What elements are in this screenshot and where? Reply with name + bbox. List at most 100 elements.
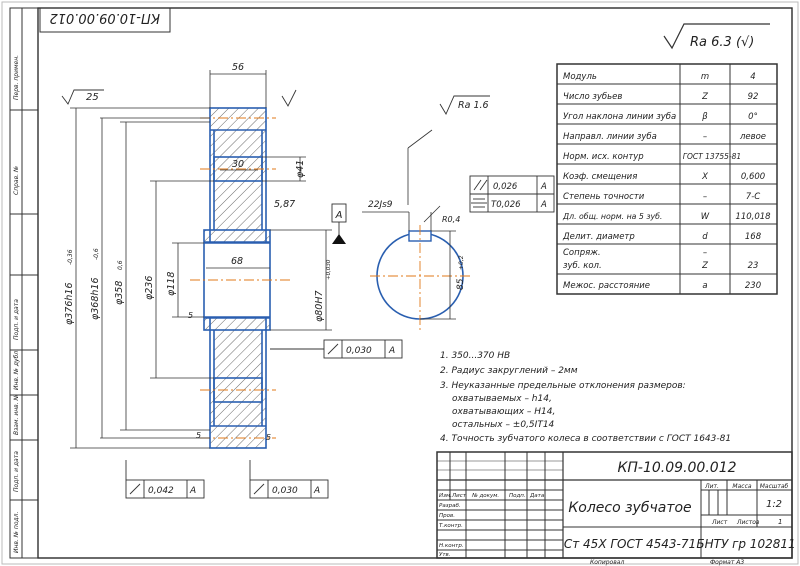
bore-view	[362, 129, 470, 330]
param-name: Сопряж.	[563, 248, 601, 258]
side-cell-5: Взам. инв. №	[13, 394, 20, 435]
tol-frame-bottom-mid	[249, 460, 329, 499]
roughness-mark-right	[281, 89, 297, 107]
param-sym: –	[703, 192, 707, 202]
tb-sheet-label: Лист	[711, 519, 728, 526]
dim-85: 85	[456, 278, 466, 290]
dim-41: φ41	[295, 160, 306, 178]
dim-376-tol: -0,36	[67, 249, 74, 265]
param-name: Угол наклона линии зуба	[563, 112, 676, 122]
tb-lit-label: Лит.	[704, 483, 719, 490]
tb-sheets: 1	[778, 518, 782, 526]
param-sym: –	[703, 132, 707, 142]
side-cell-6: Подп. и дата	[13, 451, 20, 492]
tol-face-value: 0,030	[346, 346, 372, 356]
tol-bottom-left-value: 0,042	[148, 486, 174, 496]
dim-30: 30	[232, 159, 244, 170]
dim-368: φ368h16	[90, 277, 101, 320]
tb-sheets-label: Листов	[736, 519, 760, 526]
param-val: 0°	[748, 112, 758, 122]
note-3b: охватывающих – H14,	[452, 407, 555, 417]
param-val: 92	[748, 92, 759, 102]
section-dimensions	[70, 70, 332, 449]
tol-bottom-mid-datum: A	[313, 486, 320, 496]
dim-587: 5,87	[274, 199, 295, 210]
datum-a: A	[331, 203, 347, 244]
tb-role-utv: Утв.	[439, 552, 451, 558]
param-val: 230	[745, 281, 761, 291]
tol-bottom-left-datum: A	[189, 486, 196, 496]
side-cell-3: Подп. и дата	[13, 299, 20, 340]
dim-118: φ118	[166, 272, 177, 296]
title-block	[436, 451, 793, 559]
svg-text:A: A	[335, 210, 343, 221]
side-strip	[9, 7, 39, 559]
dim-22: 22Js9	[368, 200, 393, 210]
tb-format: Формат А3	[710, 559, 744, 566]
param-val: 23	[748, 261, 759, 271]
tol-frame-bottom-left	[125, 460, 205, 499]
tb-hdr-date: Дата	[529, 493, 545, 499]
params-table	[556, 63, 778, 295]
dim-236: φ236	[144, 276, 155, 300]
param-sym: Z	[701, 261, 708, 271]
tb-scale-label: Масштаб	[760, 483, 789, 490]
param-sym: –	[703, 248, 707, 258]
param-name: Степень точности	[563, 192, 645, 202]
general-roughness: Ra 6.3 (√)	[663, 23, 770, 50]
tol-face-datum: A	[388, 346, 395, 356]
param-name: Направл. линии зуба	[563, 132, 657, 142]
chamfer-bottom: 5	[196, 431, 201, 440]
tol-frame-face	[270, 339, 403, 359]
param-name: Коэф. смещения	[563, 172, 637, 182]
dim-68: 68	[231, 256, 243, 267]
param-name: Норм. исх. контур	[563, 152, 644, 162]
param-name: Межос. расстояние	[563, 281, 650, 291]
chamfer-right: 5	[266, 433, 271, 442]
tb-copied: Копировал	[590, 559, 624, 566]
side-cell-7: Инв. № подл.	[13, 512, 20, 553]
param-val: 4	[750, 72, 755, 82]
tb-material: Ст 45Х ГОСТ 4543-71	[564, 537, 696, 551]
dim-358-tol: 0,6	[117, 260, 124, 270]
roughness-mark-key	[439, 95, 490, 115]
roughness-key-label: Ra 1.6	[458, 100, 489, 111]
note-3: 3. Неуказанные предельные отклонения раз…	[440, 381, 686, 391]
param-sym: Z	[701, 92, 708, 102]
tb-role-nkontr: Н.контр.	[439, 543, 464, 549]
dim-376: φ376h16	[64, 282, 75, 325]
side-cell-2: Справ. №	[13, 166, 20, 195]
tb-part-name: Колесо зубчатое	[568, 500, 691, 516]
note-2: 2. Радиус закруглений – 2мм	[440, 366, 578, 376]
tol-bottom-mid-value: 0,030	[272, 486, 298, 496]
param-name: Число зубьев	[563, 92, 622, 102]
param-sym: a	[702, 281, 707, 291]
param-sym: ГОСТ 13755-81	[683, 152, 741, 161]
roughness-top-label: 25	[86, 92, 99, 103]
roughness-mark-top	[61, 89, 104, 105]
param-sym: X	[701, 172, 708, 182]
param-name: Делит. диаметр	[562, 232, 635, 242]
param-name: Модуль	[563, 72, 597, 82]
tb-org: БНТУ гр 102811	[696, 537, 795, 551]
tol-frame-keyway	[469, 175, 555, 213]
dim-358: φ358	[114, 281, 125, 305]
tol-sym-datum: A	[540, 200, 547, 210]
top-stamp: КП-10.09.00.012	[49, 10, 160, 25]
param-val: 168	[745, 232, 762, 242]
param-val: 110,018	[735, 212, 771, 222]
tb-role-prov: Пров.	[439, 513, 455, 519]
dim-56: 56	[232, 62, 244, 73]
param-val: 0,600	[741, 172, 765, 182]
note-1: 1. 350...370 HB	[440, 351, 510, 361]
param-val: левое	[739, 132, 766, 142]
tol-sym-value: T0,026	[491, 200, 521, 210]
tb-scale: 1:2	[766, 499, 782, 510]
note-3c: остальных – ±0,5IT14	[452, 420, 555, 430]
tb-designation: КП-10.09.00.012	[617, 460, 736, 476]
tb-hdr-doc: № докум.	[471, 493, 499, 499]
tb-mass-label: Масса	[732, 483, 751, 490]
side-cell-1: Перв. примен.	[13, 55, 20, 100]
